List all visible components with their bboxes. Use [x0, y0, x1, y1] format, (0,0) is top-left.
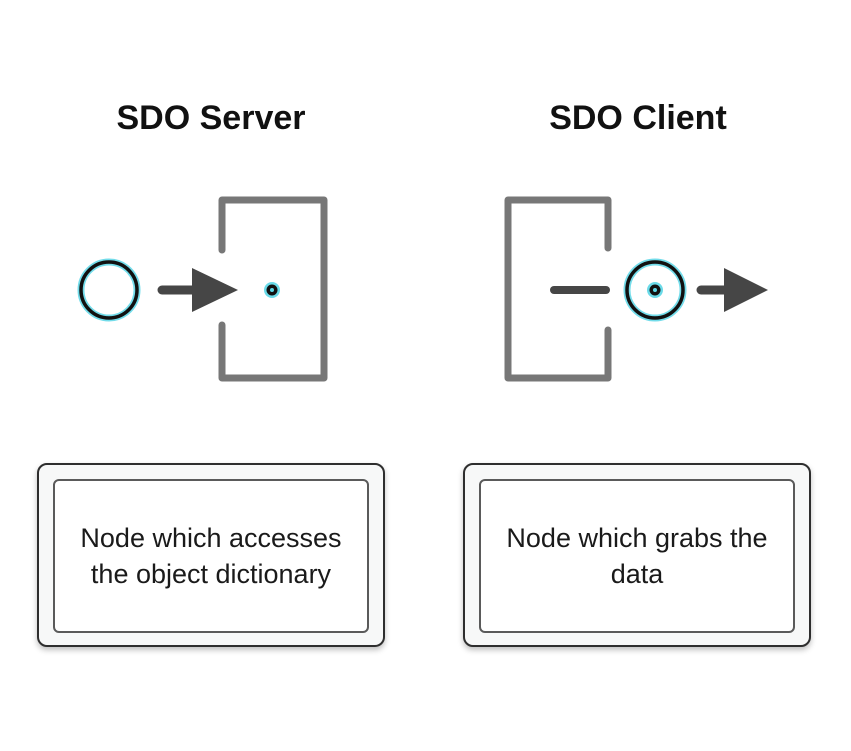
arrow-right-icon: [696, 268, 768, 312]
server-bracket-icon: [218, 196, 328, 382]
sdo-server-description: Node which accesses the object dictionar…: [80, 523, 342, 589]
grabbed-data-ring-icon: [623, 258, 687, 322]
sdo-client-description-card: Node which grabs the data: [463, 463, 811, 647]
arrow-right-icon: [157, 268, 238, 312]
client-diagram-icon: [504, 196, 768, 382]
sdo-server-description-card: Node which accesses the object dictionar…: [37, 463, 385, 647]
sdo-server-title: SDO Server: [116, 99, 306, 137]
sdo-client-description: Node which grabs the data: [506, 523, 768, 589]
object-ring-icon: [77, 258, 141, 322]
card-inner-frame: Node which accesses the object dictionar…: [53, 479, 369, 633]
client-bracket-icon: [504, 196, 612, 382]
object-dictionary-dot-icon: [264, 282, 280, 298]
sdo-client-title: SDO Client: [549, 99, 727, 137]
card-inner-frame: Node which grabs the data: [479, 479, 795, 633]
server-diagram-icon: [77, 196, 328, 382]
